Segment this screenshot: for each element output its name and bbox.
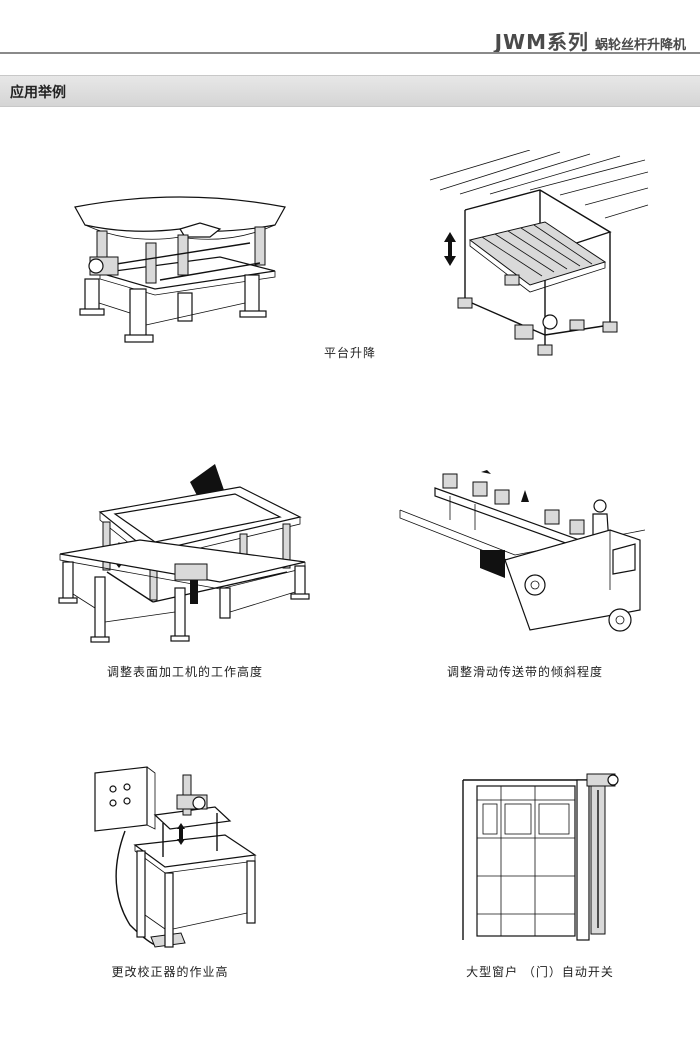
product-subtitle: 蜗轮丝杆升降机 [594,38,686,53]
illustration-platform-lift [420,150,650,365]
section-bar: 应用举例 [0,75,700,107]
caption-platform-lift: 平台升降 [323,346,376,360]
illustration-large-door [455,770,635,950]
document-header: JWM系列 蜗轮丝杆升降机 [495,26,686,55]
caption-corrector: 更改校正器的作业高 [111,965,229,979]
illustration-conveyor-tilt [395,460,645,655]
caption-surface-machine: 调整表面加工机的工作高度 [106,665,263,679]
series-title: JWM系列 [494,30,589,54]
header-rule [0,52,700,54]
section-title: 应用举例 [10,85,66,101]
illustration-corrector [85,765,265,955]
caption-large-door: 大型窗户 （门）自动开关 [466,965,614,979]
caption-conveyor-tilt: 调整滑动传送带的倾斜程度 [446,665,603,679]
illustration-machine-platform [70,185,295,350]
illustration-surface-machine [55,462,315,652]
